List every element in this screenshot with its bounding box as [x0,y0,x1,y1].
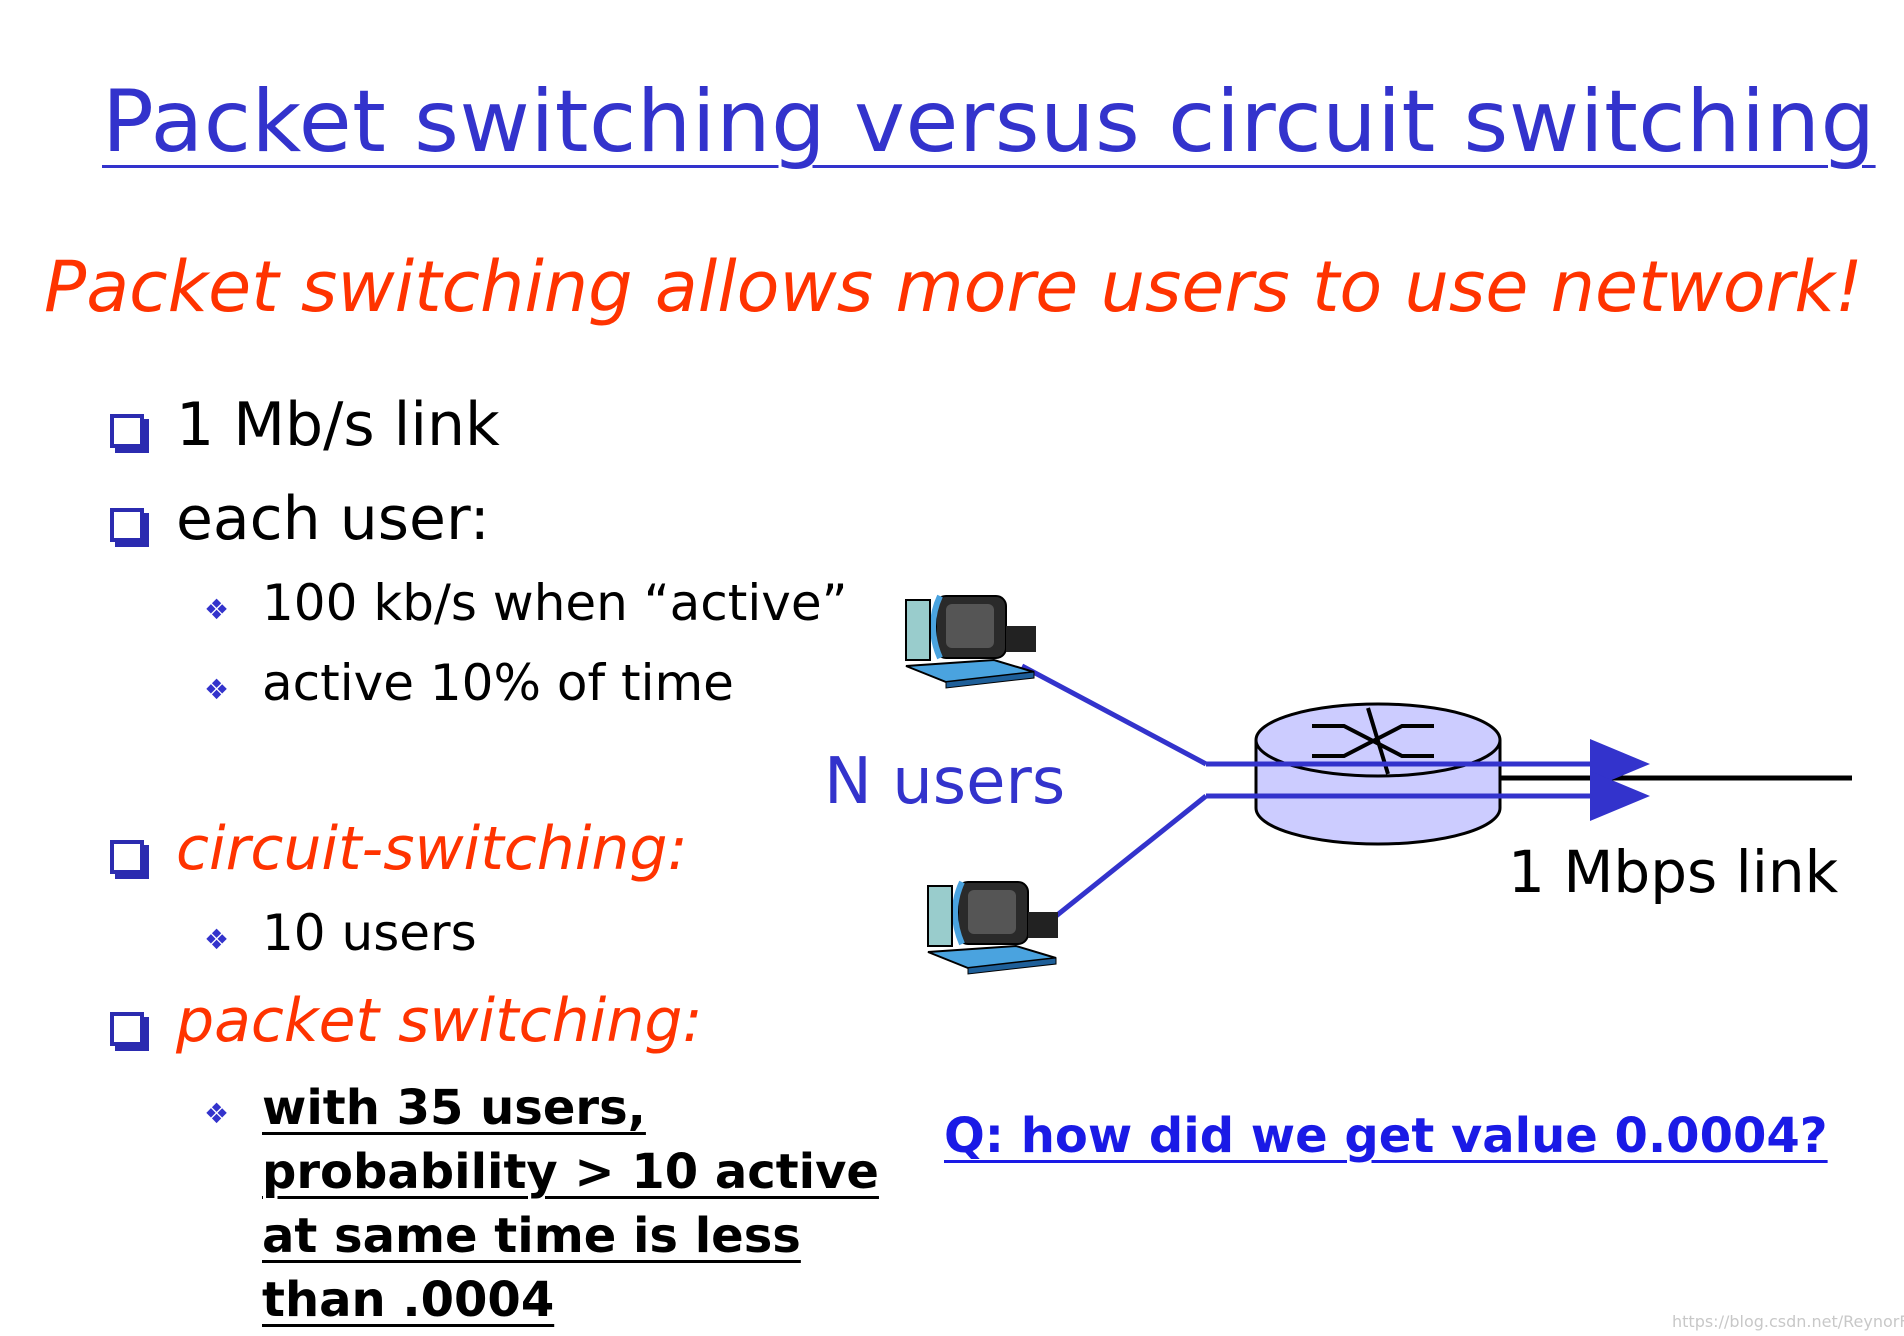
bullet-each-user: each user: [176,484,490,554]
detail-line: than .0004 [262,1272,555,1328]
bullet-circuit-switching: circuit-switching: [176,814,688,884]
sub-bullet-rate: 100 kb/s when “active” [262,574,848,632]
slide-title: Packet switching versus circuit switchin… [102,72,1876,172]
detail-line: at same time is less [262,1208,801,1264]
slide-subtitle: Packet switching allows more users to us… [44,246,1863,328]
bullet-diamond-icon: ❖ [204,673,230,706]
user-link-line [1034,794,1208,934]
bullet-square-icon [110,414,144,448]
bullet-diamond-icon: ❖ [204,593,230,626]
user-link-line [1020,663,1208,767]
question-link[interactable]: Q: how did we get value 0.0004? [944,1108,1828,1164]
bullet-square-icon [110,508,144,542]
computer-icon [905,594,1036,689]
bullet-square-icon [110,840,144,874]
router-icon [1254,702,1502,846]
link-label: 1 Mbps link [1508,838,1839,906]
packet-switching-detail: with 35 users, probability > 10 active a… [262,1076,879,1332]
bullet-diamond-icon: ❖ [204,1097,230,1130]
users-label: N users [824,745,1066,819]
bullet-link: 1 Mb/s link [176,390,500,460]
watermark: https://blog.csdn.net/ReynorFTD [1672,1312,1904,1331]
sub-bullet-active: active 10% of time [262,654,734,712]
computer-icon [927,880,1058,975]
detail-line: with 35 users, [262,1080,646,1136]
detail-line: probability > 10 active [262,1144,879,1200]
bullet-square-icon [110,1012,144,1046]
bullet-packet-switching: packet switching: [176,986,703,1056]
sub-bullet-circuit-users: 10 users [262,904,477,962]
bullet-diamond-icon: ❖ [204,923,230,956]
